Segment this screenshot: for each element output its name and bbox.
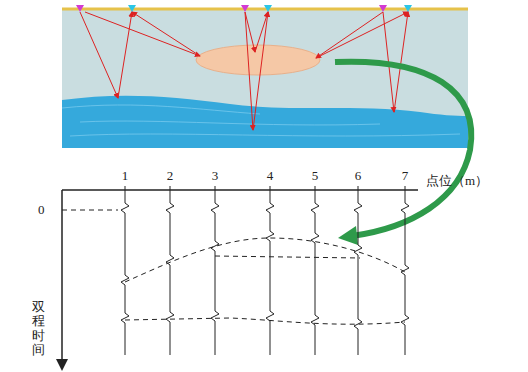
point-number: 6 (355, 169, 362, 182)
radar-traces (121, 186, 409, 355)
x-axis (62, 189, 418, 191)
trace-line (354, 194, 362, 355)
axis-tick-mark (358, 186, 359, 194)
trace-line (401, 194, 409, 355)
trace-line (121, 194, 129, 355)
radar-rays (80, 12, 408, 130)
antenna-markers (76, 5, 412, 12)
axis-tick-mark (405, 186, 406, 194)
green-arrow (335, 62, 471, 236)
trace-line (211, 194, 219, 355)
axis-title: 双程时间 (32, 300, 45, 357)
y-axis (61, 190, 63, 368)
point-number: 7 (402, 169, 409, 182)
hyperbola-curve (125, 238, 405, 282)
trace-line (266, 194, 274, 355)
axis-title: 点位（m） (426, 174, 488, 187)
trace-line (311, 194, 319, 355)
axis-tick-mark (170, 186, 171, 194)
soil-layer (62, 8, 468, 148)
point-number: 3 (212, 169, 219, 182)
point-number: 5 (312, 169, 319, 182)
green-arrowhead (338, 226, 358, 245)
point-number: 4 (267, 169, 274, 182)
axis-tick-mark (125, 186, 126, 194)
bedrock-layer (62, 96, 468, 148)
axis-tick-mark (270, 186, 271, 194)
axis-tick-mark (315, 186, 316, 194)
trace-line (166, 194, 174, 355)
point-number: 1 (122, 169, 129, 182)
point-number: 2 (167, 169, 174, 182)
void-anomaly (196, 45, 320, 75)
axis-tick: 0 (38, 203, 45, 216)
dashed-zero (62, 210, 118, 211)
axis-tick-mark (215, 186, 216, 194)
